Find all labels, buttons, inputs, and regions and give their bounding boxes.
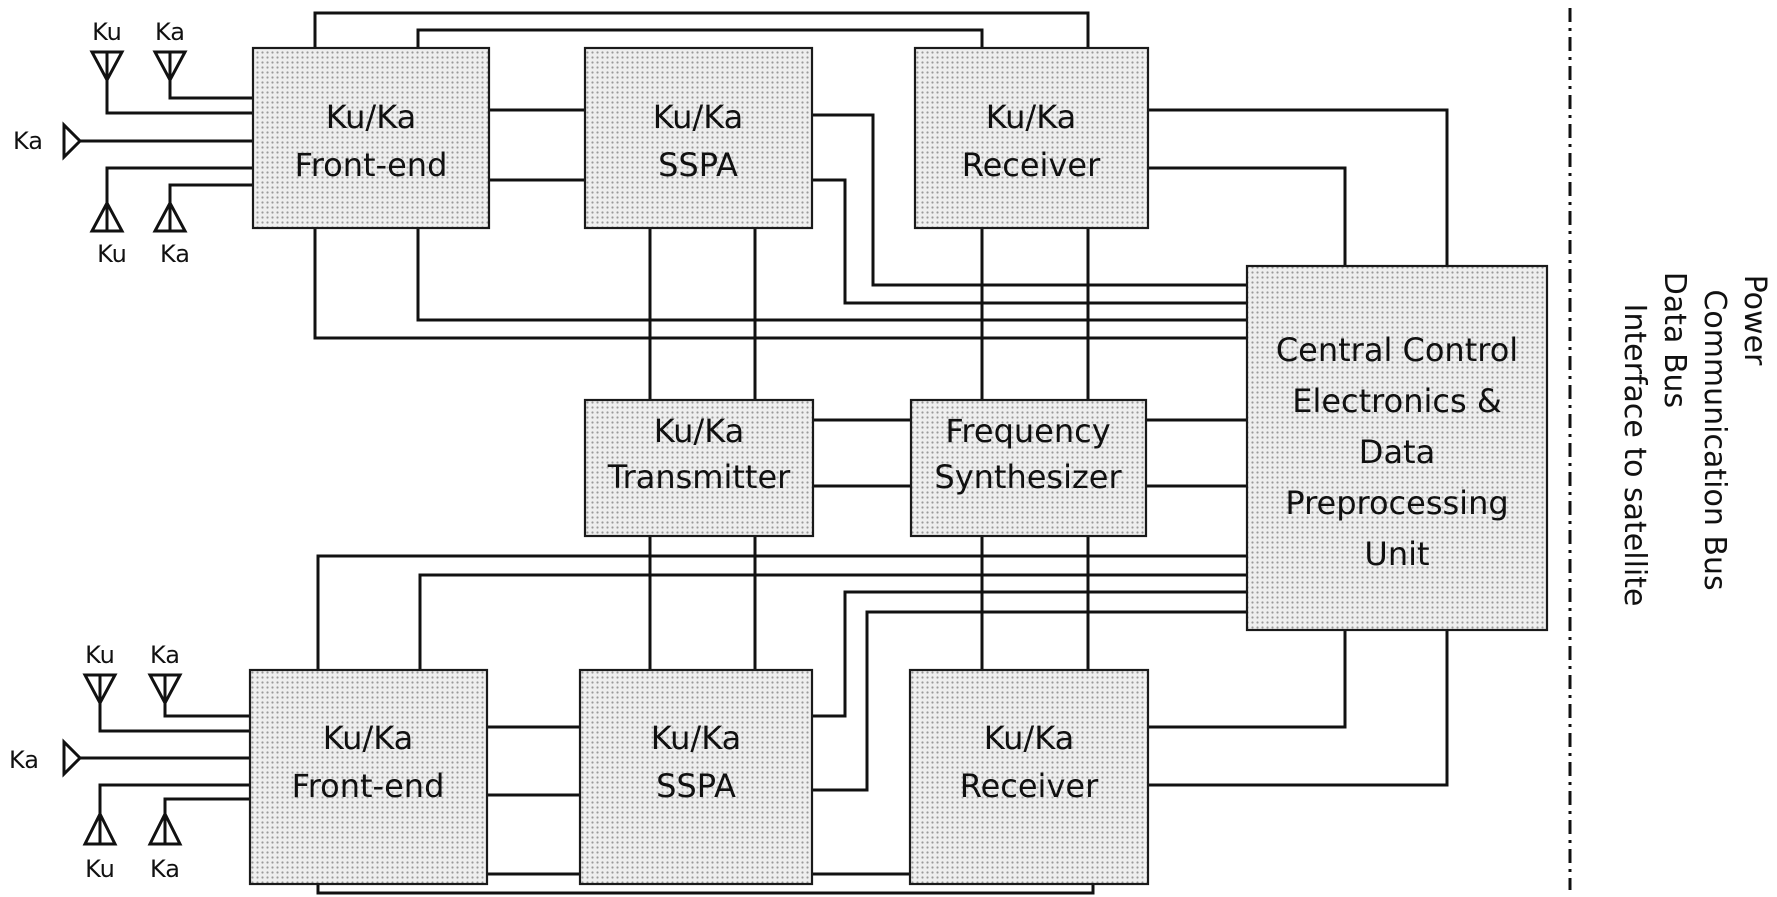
block-label: Unit <box>1364 535 1429 573</box>
antenna-icon <box>152 50 188 84</box>
antenna-label: Ka <box>150 855 180 883</box>
block-label: Ku/Ka <box>653 98 743 136</box>
antenna-icon <box>89 50 125 84</box>
antenna-label: Ka <box>160 240 190 268</box>
sspa-bottom-block: Ku/Ka SSPA <box>578 668 814 886</box>
block-label: Ku/Ka <box>986 98 1076 136</box>
block-label: Preprocessing <box>1285 484 1508 522</box>
front-end-top-block: Ku/Ka Front-end <box>251 46 491 230</box>
antenna-icon <box>82 673 118 707</box>
antenna-label: Ku <box>92 18 122 46</box>
antenna-label: Ka <box>155 18 185 46</box>
central-control-block: Central Control Electronics & Data Prepr… <box>1245 264 1549 632</box>
antennas-bottom <box>62 673 183 846</box>
interface-label: Interface to satellite <box>1617 304 1652 607</box>
antenna-labels: Ku Ka Ka Ku Ka Ku Ka Ka Ku Ka <box>9 18 190 883</box>
interface-label: Data Bus <box>1657 272 1692 408</box>
block-label: Ku/Ka <box>651 719 741 757</box>
connection-wires <box>80 8 1572 895</box>
antenna-icon <box>62 121 83 161</box>
antenna-icon <box>62 738 83 778</box>
block-label: Ku/Ka <box>326 98 416 136</box>
antennas-top <box>62 50 188 233</box>
block-label: Front-end <box>295 146 448 184</box>
antenna-icon <box>147 673 183 707</box>
antenna-label: Ku <box>85 855 115 883</box>
receiver-bottom-block: Ku/Ka Receiver <box>908 668 1150 886</box>
antenna-label: Ku <box>97 240 127 268</box>
block-label: Ku/Ka <box>323 719 413 757</box>
antenna-label: Ku <box>85 641 115 669</box>
block-label: Ku/Ka <box>984 719 1074 757</box>
block-label: Receiver <box>962 146 1101 184</box>
antenna-icon <box>89 199 125 233</box>
antenna-icon <box>152 199 188 233</box>
block-label: Synthesizer <box>934 458 1122 496</box>
block-label: Central Control <box>1276 331 1518 369</box>
sspa-top-block: Ku/Ka SSPA <box>583 46 814 230</box>
block-label: Receiver <box>960 767 1099 805</box>
transmitter-block: Ku/Ka Transmitter <box>583 398 815 538</box>
receiver-top-block: Ku/Ka Receiver <box>913 46 1150 230</box>
antenna-icon <box>82 810 118 846</box>
block-label: Frequency <box>945 412 1110 450</box>
antenna-label: Ka <box>9 746 39 774</box>
satellite-interface-labels: Power Communication Bus Data Bus Interfa… <box>1617 272 1772 607</box>
interface-label: Power <box>1737 275 1772 366</box>
antenna-icon <box>147 810 183 846</box>
block-label: Ku/Ka <box>654 412 744 450</box>
frequency-synthesizer-block: Frequency Synthesizer <box>909 398 1148 538</box>
block-label: Front-end <box>292 767 445 805</box>
block-label: SSPA <box>656 767 736 805</box>
interface-label: Communication Bus <box>1697 289 1732 590</box>
block-label: SSPA <box>658 146 738 184</box>
block-label: Data <box>1359 433 1435 471</box>
front-end-bottom-block: Ku/Ka Front-end <box>248 668 489 886</box>
antenna-label: Ka <box>13 127 43 155</box>
block-label: Transmitter <box>607 458 791 496</box>
antenna-label: Ka <box>150 641 180 669</box>
block-label: Electronics & <box>1292 382 1502 420</box>
